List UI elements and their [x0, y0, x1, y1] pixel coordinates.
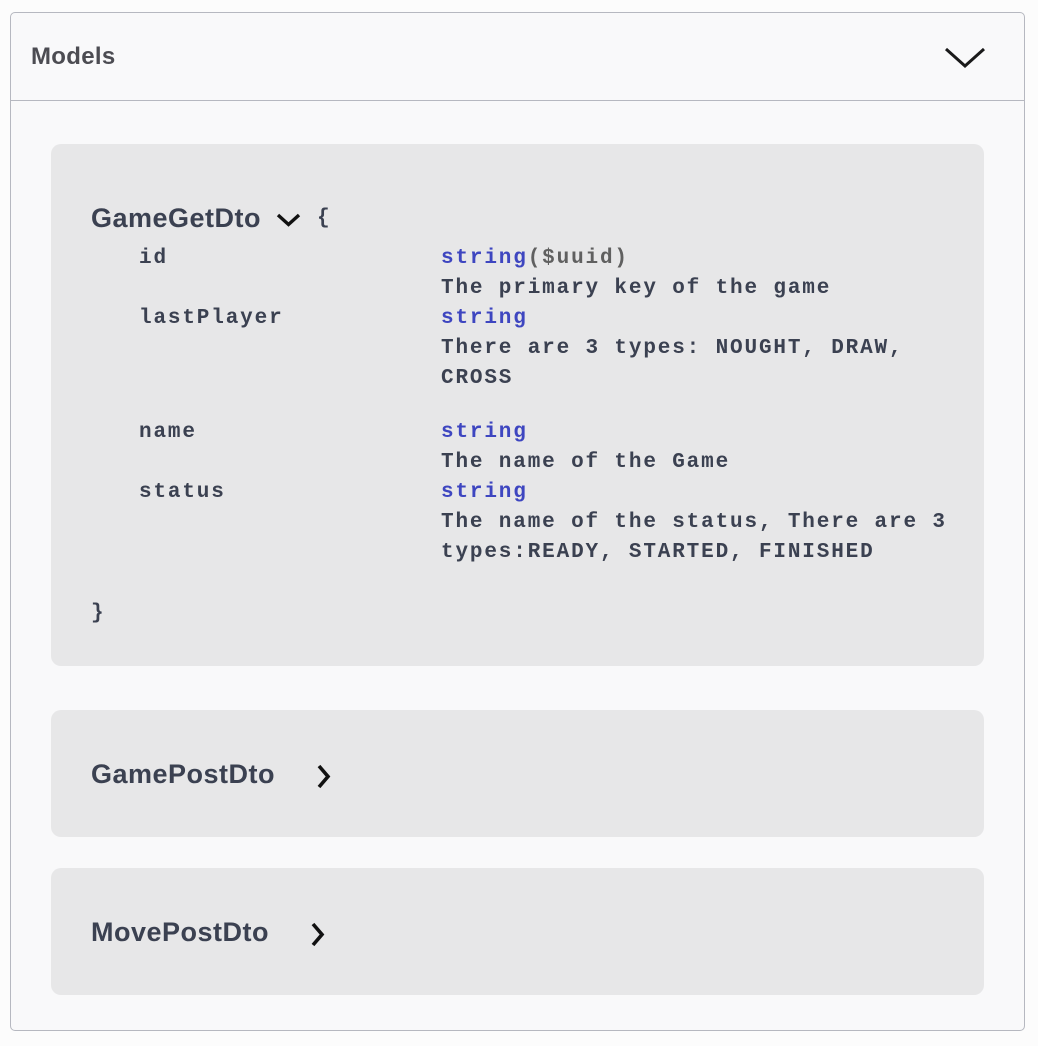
property-type: string — [441, 247, 528, 270]
property-format: ($uuid) — [527, 247, 629, 270]
open-brace: { — [317, 207, 332, 230]
property-name: name — [139, 421, 197, 444]
property-row-lastplayer: lastPlayer string There are 3 types: NOU… — [91, 304, 954, 394]
models-list: GameGetDto { id string($uuid) The primar… — [11, 101, 1024, 995]
model-title: GamePostDto — [91, 758, 276, 789]
models-section: Models GameGetDto { id string($uuid) — [10, 12, 1025, 1031]
model-gamegetdto-toggle[interactable]: GameGetDto { — [91, 202, 954, 234]
close-brace: } — [91, 602, 106, 625]
model-title: GameGetDto — [91, 203, 262, 233]
property-details: string The name of the status, There are… — [441, 478, 954, 568]
property-name: lastPlayer — [139, 307, 284, 330]
property-name: status — [139, 481, 226, 504]
property-description: The primary key of the game — [441, 277, 832, 300]
model-gamepostdto[interactable]: GamePostDto — [51, 710, 984, 837]
model-title: MovePostDto — [91, 916, 270, 947]
model-gamegetdto: GameGetDto { id string($uuid) The primar… — [51, 144, 984, 666]
chevron-right-icon[interactable] — [316, 763, 331, 790]
property-description: The name of the Game — [441, 451, 731, 474]
property-description: The name of the status, There are 3 type… — [441, 511, 947, 564]
chevron-down-icon[interactable] — [943, 43, 987, 71]
model-movepostdto[interactable]: MovePostDto — [51, 868, 984, 995]
property-type: string — [441, 481, 528, 504]
property-name: id — [139, 247, 168, 270]
property-row-name: name string The name of the Game — [91, 418, 954, 478]
property-details: string There are 3 types: NOUGHT, DRAW, … — [441, 304, 954, 394]
property-type: string — [441, 307, 528, 330]
property-row-id: id string($uuid) The primary key of the … — [91, 244, 954, 304]
property-description: There are 3 types: NOUGHT, DRAW, CROSS — [441, 337, 904, 390]
models-section-title: Models — [31, 42, 116, 70]
models-section-header[interactable]: Models — [11, 13, 1024, 101]
property-type: string — [441, 421, 528, 444]
property-details: string($uuid) The primary key of the gam… — [441, 244, 954, 304]
chevron-right-icon[interactable] — [310, 921, 325, 948]
property-details: string The name of the Game — [441, 418, 954, 478]
chevron-down-icon[interactable] — [276, 213, 301, 227]
property-row-status: status string The name of the status, Th… — [91, 478, 954, 568]
